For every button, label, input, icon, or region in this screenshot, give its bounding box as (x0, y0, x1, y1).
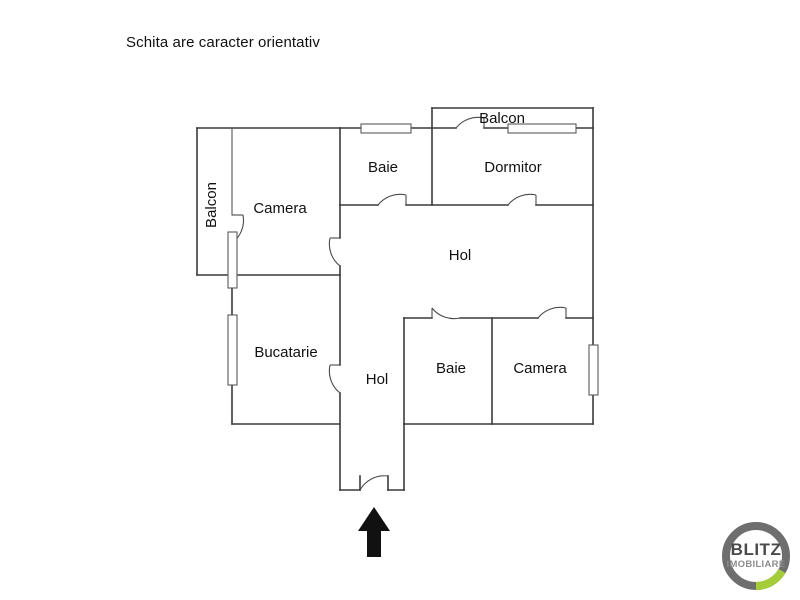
door-arc-camera-hol (328, 237, 341, 267)
room-label-baie-lower: Baie (436, 360, 466, 377)
windows (227, 123, 599, 396)
window-camera-lower (588, 344, 599, 396)
room-label-camera-top: Camera (253, 200, 307, 217)
window-balcon-top (507, 123, 577, 134)
page-title: Schita are caracter orientativ (126, 34, 320, 51)
window-camera-left (227, 231, 238, 289)
logo-subtitle-text: IMOBILIARE (727, 559, 786, 570)
brand-logo: BLITZ IMOBILIARE (718, 518, 794, 594)
window-baie-top (360, 123, 412, 134)
room-label-hol-lower: Hol (366, 371, 389, 388)
door-arc-camera-lower (537, 306, 567, 319)
brand-logo-svg: BLITZ IMOBILIARE (722, 522, 790, 591)
door-arc-dormitor-hol (507, 193, 537, 206)
room-label-bucatarie: Bucatarie (254, 344, 317, 361)
room-label-balcon-top: Balcon (479, 110, 525, 127)
window-bucatarie (227, 314, 238, 386)
logo-brand-text: BLITZ (731, 540, 782, 559)
door-arc-baie-top (377, 193, 407, 206)
room-label-dormitor: Dormitor (484, 159, 542, 176)
door-arc-bucatarie (328, 364, 341, 394)
room-labels: Balcon Camera Baie Balcon Dormitor Hol B… (203, 110, 567, 388)
door-arc-baie-lower (431, 307, 461, 320)
logo-accent-arc (755, 568, 786, 591)
entrance-arrow (358, 507, 390, 557)
room-label-hol-main: Hol (449, 247, 472, 264)
room-label-balcon-left: Balcon (203, 182, 220, 228)
door-arc-balcon-top (455, 116, 485, 129)
room-label-baie-top: Baie (368, 159, 398, 176)
entrance-arrow-shape (358, 507, 390, 557)
room-label-camera-lower: Camera (513, 360, 567, 377)
door-arc-entry (359, 475, 389, 491)
